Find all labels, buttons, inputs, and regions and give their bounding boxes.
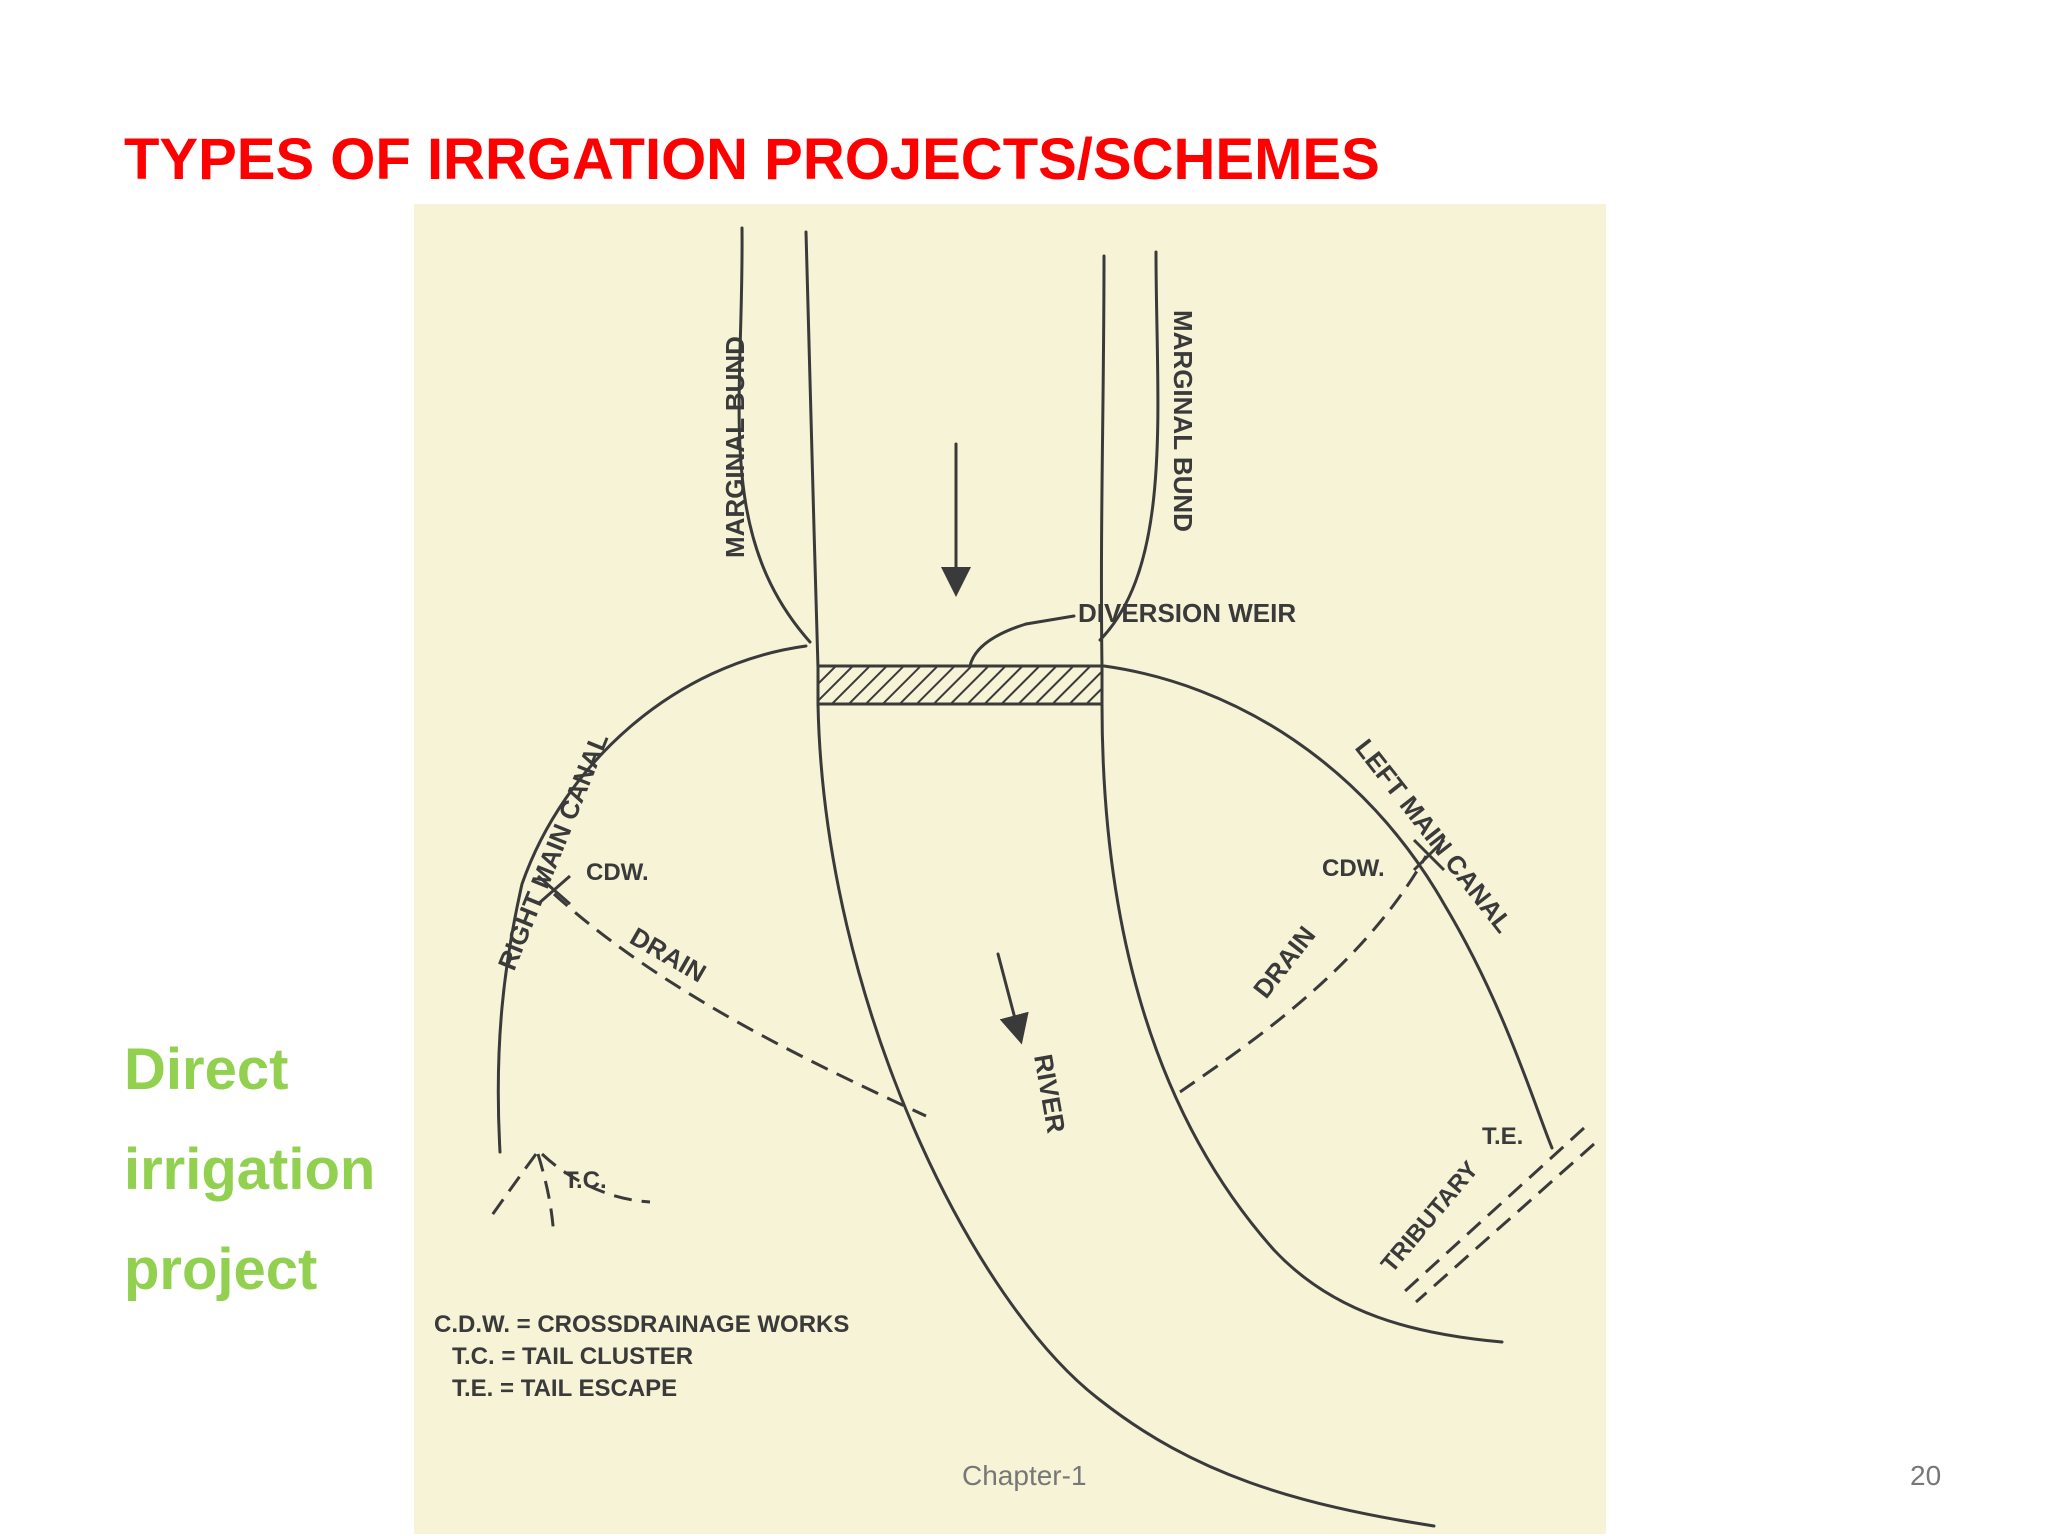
flow-arrow-lower [996,952,1029,1045]
cdw-right-mark-2 [1412,838,1446,872]
cdw-left-label: CDW. [586,859,649,886]
side-caption: Direct irrigation project [124,1020,424,1320]
diversion-weir-label: DIVERSION WEIR [1078,598,1296,628]
river-left-bank-lower [816,702,1436,1528]
side-caption-line-1: Direct [124,1037,289,1102]
diversion-weir [816,664,1104,706]
legend-line-3: T.E. = TAIL ESCAPE [452,1375,677,1402]
drain-right-line [1179,855,1428,1094]
right-main-canal-line [496,644,808,1154]
tributary-line-2 [1415,1142,1595,1304]
footer-chapter: Chapter-1 [962,1460,1087,1491]
river-left-bank-upper [804,230,820,670]
legend-line-2: T.C. = TAIL CLUSTER [452,1343,693,1370]
marginal-bund-left-label: MARGINAL BUND [720,336,750,558]
tributary-line-1 [1402,1126,1586,1294]
diversion-weir-leader [968,622,1028,668]
cdw-right-label: CDW. [1322,855,1385,882]
tail-cluster-branch-1 [488,1153,538,1219]
river-right-bank-lower [1100,702,1504,1344]
left-main-canal-label: LEFT MAIN CANAL [1349,733,1519,938]
right-main-canal-label: RIGHT MAIN CANAL [492,729,615,975]
tail-escape-label: T.E. [1482,1123,1523,1150]
side-caption-line-2: irrigation [124,1137,376,1202]
legend-line-1: C.D.W. = CROSSDRAINAGE WORKS [434,1311,849,1338]
diversion-weir-pointer [1024,614,1076,626]
slide-title: TYPES OF IRRGATION PROJECTS/SCHEMES [124,127,1380,192]
tail-cluster-branch-3 [540,1152,651,1204]
tributary-label: TRIBUTARY [1376,1156,1484,1278]
river-label: RIVER [1028,1052,1071,1136]
river-right-bank-upper [1099,254,1106,670]
side-caption-line-3: project [124,1237,318,1302]
drain-left-label: DRAIN [625,921,711,988]
irrigation-diagram: MARGINAL BUND MARGINAL BUND DIVERSION WE… [414,204,1606,1534]
tail-cluster-label: T.C. [564,1167,607,1194]
page-number: 20 [1910,1460,1942,1491]
tail-cluster-branch-2 [536,1153,556,1237]
cdw-left-mark-2 [537,874,571,906]
drain-left-line [552,892,927,1118]
diagram-svg: MARGINAL BUND MARGINAL BUND DIVERSION WE… [434,226,1595,1528]
left-main-canal-line [1102,664,1554,1150]
drain-right-label: DRAIN [1247,920,1321,1003]
marginal-bund-left-line [737,226,812,644]
marginal-bund-right-line [1098,250,1160,642]
marginal-bund-right-label: MARGINAL BUND [1168,310,1198,532]
